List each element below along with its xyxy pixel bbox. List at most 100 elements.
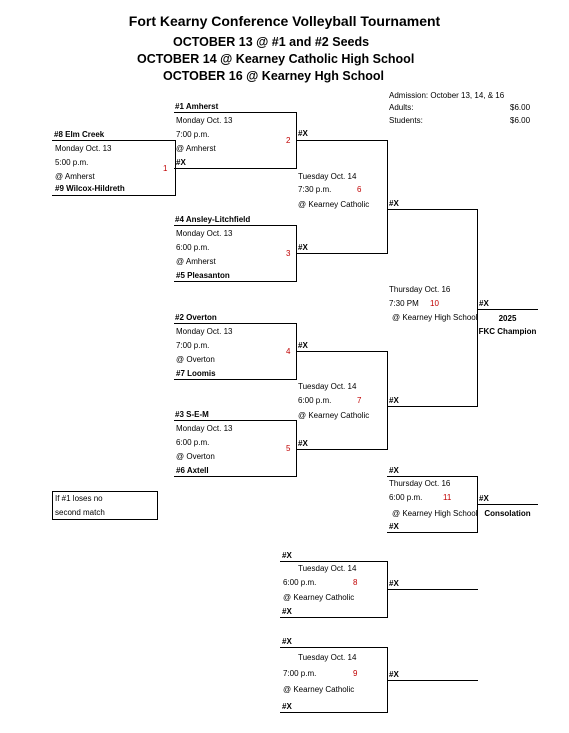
match4-top-line bbox=[174, 323, 297, 324]
adults-label: Adults: bbox=[389, 103, 414, 112]
match2-top-line bbox=[174, 112, 297, 113]
match8-venue: @ Kearney Catholic bbox=[283, 593, 355, 602]
match7-top-team: #X bbox=[298, 341, 308, 350]
match2-venue: @ Amherst bbox=[176, 144, 216, 153]
match10-number: 10 bbox=[430, 299, 439, 308]
match6-bottom-team: #X bbox=[298, 243, 308, 252]
match5-connector bbox=[296, 420, 297, 477]
students-label: Students: bbox=[389, 116, 423, 125]
admission-label: Admission: October 13, 14, & 16 bbox=[389, 91, 505, 100]
match5-number: 5 bbox=[286, 444, 291, 453]
match8-bottom-line bbox=[280, 617, 388, 618]
match11-date: Thursday Oct. 16 bbox=[389, 479, 451, 488]
match11-bottom-team: #X bbox=[389, 522, 399, 531]
match4-number: 4 bbox=[286, 347, 291, 356]
match1-date: Monday Oct. 13 bbox=[55, 144, 112, 153]
match11-time: 6:00 p.m. bbox=[389, 493, 423, 502]
match4-top-team: #2 Overton bbox=[175, 313, 217, 322]
schedule-line-2: OCTOBER 14 @ Kearney Catholic High Schoo… bbox=[137, 52, 415, 66]
match4-bottom-team: #7 Loomis bbox=[176, 369, 216, 378]
match8-date: Tuesday Oct. 14 bbox=[298, 564, 357, 573]
match7-venue: @ Kearney Catholic bbox=[298, 411, 370, 420]
match3-top-team: #4 Ansley-Litchfield bbox=[175, 215, 251, 224]
match6-bottom-line bbox=[296, 253, 388, 254]
match9-winner-slot: #X bbox=[389, 670, 399, 679]
page-title: Fort Kearny Conference Volleyball Tourna… bbox=[128, 13, 441, 29]
match9-bottom-team: #X bbox=[282, 702, 292, 711]
match2-date: Monday Oct. 13 bbox=[176, 116, 233, 125]
match11-bottom-line bbox=[387, 532, 478, 533]
match10-date: Thursday Oct. 16 bbox=[389, 285, 451, 294]
schedule-line-3: OCTOBER 16 @ Kearney Hgh School bbox=[163, 69, 385, 83]
match7-date: Tuesday Oct. 14 bbox=[298, 382, 357, 391]
match3-date: Monday Oct. 13 bbox=[176, 229, 233, 238]
match10-bottom-line bbox=[387, 406, 478, 407]
match5-bottom-team: #6 Axtell bbox=[176, 466, 209, 475]
match6-top-line bbox=[296, 140, 388, 141]
match6-time: 7:30 p.m. bbox=[298, 185, 332, 194]
match5-time: 6:00 p.m. bbox=[176, 438, 210, 447]
match11-top-line bbox=[387, 476, 478, 477]
consolation-line bbox=[477, 504, 538, 505]
match6-venue: @ Kearney Catholic bbox=[298, 200, 370, 209]
match7-number: 7 bbox=[357, 396, 362, 405]
match9-bottom-line bbox=[280, 712, 388, 713]
note-box: If #1 loses no second match bbox=[52, 491, 158, 520]
match10-top-team: #X bbox=[389, 199, 399, 208]
note-line-1: If #1 loses no bbox=[55, 494, 103, 503]
match8-time: 6:00 p.m. bbox=[283, 578, 317, 587]
match10-time: 7:30 PM bbox=[389, 299, 419, 308]
match8-winner-line bbox=[387, 589, 478, 590]
match7-connector bbox=[387, 351, 388, 450]
match2-bottom-team: #X bbox=[176, 158, 186, 167]
match10-connector bbox=[477, 209, 478, 407]
match1-time: 5:00 p.m. bbox=[55, 158, 89, 167]
match4-bottom-line bbox=[174, 379, 297, 380]
match10-top-line bbox=[387, 209, 478, 210]
match11-top-team: #X bbox=[389, 466, 399, 475]
match4-time: 7:00 p.m. bbox=[176, 341, 210, 350]
students-price: $6.00 bbox=[510, 116, 531, 125]
match7-bottom-line bbox=[296, 449, 388, 450]
match6-connector bbox=[387, 140, 388, 254]
match9-number: 9 bbox=[353, 669, 358, 678]
match1-top-team: #8 Elm Creek bbox=[54, 130, 105, 139]
match3-number: 3 bbox=[286, 249, 291, 258]
match7-time: 6:00 p.m. bbox=[298, 396, 332, 405]
match4-venue: @ Overton bbox=[176, 355, 215, 364]
match7-bottom-team: #X bbox=[298, 439, 308, 448]
match5-top-team: #3 S-E-M bbox=[175, 410, 209, 419]
match1-bottom-team: #9 Wilcox-Hildreth bbox=[55, 184, 125, 193]
adults-price: $6.00 bbox=[510, 103, 531, 112]
match3-bottom-line bbox=[174, 281, 297, 282]
match10-venue: @ Kearney High School bbox=[392, 313, 478, 322]
match5-top-line bbox=[174, 420, 297, 421]
match9-date: Tuesday Oct. 14 bbox=[298, 653, 357, 662]
match7-top-line bbox=[296, 351, 388, 352]
match9-top-team: #X bbox=[282, 637, 292, 646]
champion-label: FKC Champion bbox=[478, 327, 537, 336]
match2-bottom-line bbox=[174, 168, 297, 169]
champion-line bbox=[477, 309, 538, 310]
match1-bottom-line bbox=[52, 195, 176, 196]
match9-time: 7:00 p.m. bbox=[283, 669, 317, 678]
match6-top-team: #X bbox=[298, 129, 308, 138]
match5-bottom-line bbox=[174, 476, 297, 477]
match11-number: 11 bbox=[443, 493, 452, 502]
match9-top-line bbox=[280, 647, 388, 648]
match2-time: 7:00 p.m. bbox=[176, 130, 210, 139]
match1-venue: @ Amherst bbox=[55, 172, 95, 181]
match3-time: 6:00 p.m. bbox=[176, 243, 210, 252]
consolation-slot: #X bbox=[479, 494, 489, 503]
match11-venue: @ Kearney High School bbox=[392, 509, 478, 518]
match5-venue: @ Overton bbox=[176, 452, 215, 461]
match6-number: 6 bbox=[357, 185, 362, 194]
match3-venue: @ Amherst bbox=[176, 257, 216, 266]
match5-date: Monday Oct. 13 bbox=[176, 424, 233, 433]
champion-slot: #X bbox=[479, 299, 489, 308]
match8-top-line bbox=[280, 561, 388, 562]
champion-year: 2025 bbox=[498, 314, 517, 323]
match6-date: Tuesday Oct. 14 bbox=[298, 172, 357, 181]
match4-date: Monday Oct. 13 bbox=[176, 327, 233, 336]
